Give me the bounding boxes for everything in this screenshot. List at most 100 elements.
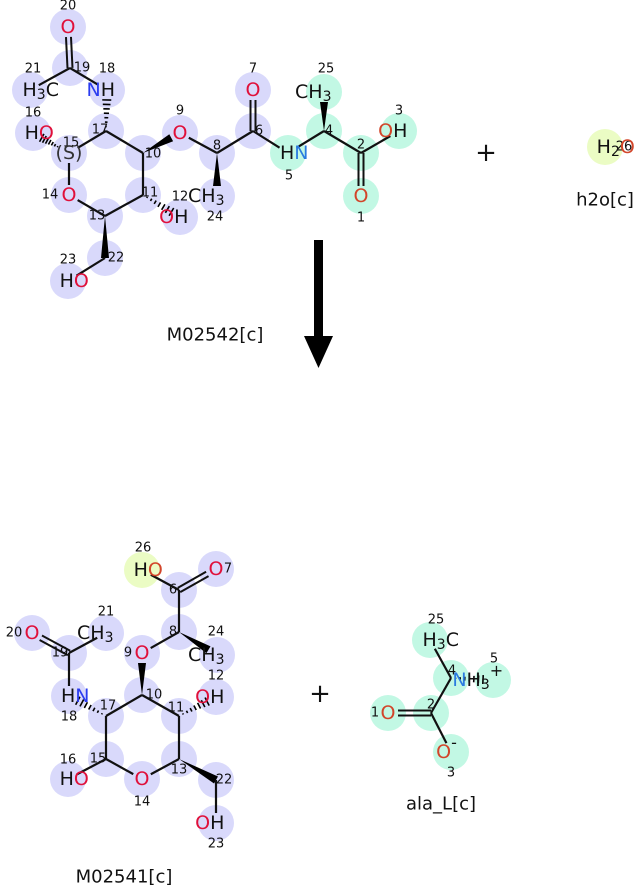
atom-number-5: 5 [285, 169, 293, 184]
molecule-name-m02541: M02541[c] [76, 867, 173, 887]
atom-label-25: CH3​ [295, 81, 332, 105]
atom-number-3: 3 [447, 766, 455, 781]
bond-4-2 [323, 130, 362, 154]
atom-number-13: 13 [89, 209, 106, 224]
atom-label-26: HO [134, 559, 163, 581]
bond-17-18 [74, 696, 103, 715]
atom-label-9: O [135, 642, 150, 664]
atom-number-24: 24 [207, 210, 224, 225]
atom-label-16: HO [60, 768, 89, 790]
bond-13-22 [179, 759, 218, 784]
atom-number-13: 13 [171, 763, 188, 778]
atom-number-8: 8 [169, 625, 177, 640]
atom-highlight-7 [235, 72, 271, 108]
atom-number-10: 10 [146, 688, 163, 703]
atom-highlight-23 [198, 805, 234, 841]
atom-label-21: H3​C [23, 79, 60, 103]
atom-number-7: 7 [224, 562, 232, 577]
bond-11-12 [182, 697, 210, 715]
bond-20-19 [64, 36, 74, 69]
atom-number-3: 3 [395, 104, 403, 119]
bond-10-11 [141, 694, 180, 717]
bond-10-9 [143, 134, 174, 153]
atom-highlight-21 [88, 615, 124, 651]
atom-number-26: 26 [616, 140, 633, 155]
atom-number-10: 10 [145, 147, 162, 162]
atom-label-21: CH3​ [77, 622, 114, 646]
bond-2-1 [398, 709, 431, 717]
bond-4-25 [320, 102, 328, 131]
atom-highlight-18 [51, 678, 87, 714]
bond-10-9 [138, 663, 146, 695]
atom-label-23: HO [60, 270, 89, 292]
bond-19-20 [39, 634, 71, 657]
atom-label-15: (S) [56, 142, 83, 164]
atom-number-19: 19 [74, 61, 91, 76]
atom-number-12: 12 [172, 190, 189, 205]
bond-4-5 [454, 674, 485, 685]
atom-highlight-24 [199, 178, 235, 214]
atom-highlight-26 [587, 129, 623, 165]
atom-number-21: 21 [98, 605, 115, 620]
atom-label-1: O [354, 185, 369, 207]
bond-19-21 [68, 636, 98, 654]
atom-highlight-25 [412, 622, 448, 658]
plus-sign-reactants: + [475, 138, 497, 168]
atom-number-8: 8 [213, 139, 221, 154]
atom-label-14: O [62, 184, 77, 206]
atom-highlight-3 [433, 734, 469, 770]
bond-6-5 [252, 130, 281, 149]
atom-number-15: 15 [90, 752, 107, 767]
molecule-name-m02542: M02542[c] [167, 325, 264, 346]
atom-highlight-14 [51, 177, 87, 213]
atom-label-7: O [209, 558, 224, 580]
bond-9-8 [188, 136, 218, 154]
atom-number-16: 16 [60, 753, 77, 768]
atom-label-7: O [246, 79, 261, 101]
atom-number-18: 18 [99, 62, 116, 77]
atom-number-1: 1 [357, 211, 365, 226]
atom-highlight-20 [50, 9, 86, 45]
atom-highlight-15 [51, 135, 87, 171]
bond-17-18 [102, 99, 112, 128]
bond-10-17 [105, 694, 143, 717]
atom-number-6: 6 [255, 124, 263, 139]
atom-label-1: O [381, 702, 396, 724]
atom-highlight-5 [475, 662, 511, 698]
bond-8-24 [179, 632, 211, 654]
bond-2-3 [360, 135, 391, 154]
bond-15-16 [38, 133, 59, 148]
atom-highlight-21 [12, 72, 48, 108]
bond-2-1 [357, 153, 365, 186]
bond-6-7 [177, 570, 210, 594]
atom-number-17: 17 [92, 123, 109, 138]
atom-number-4: 4 [448, 664, 456, 679]
atom-number-20: 20 [60, 0, 77, 14]
bond-10-17 [105, 130, 144, 154]
atom-label-25: H3​C [423, 629, 460, 653]
atom-number-16: 16 [25, 106, 42, 121]
atom-highlight-26 [124, 552, 160, 588]
atom-number-23: 23 [208, 837, 225, 852]
plus-sign-products: + [309, 679, 331, 709]
molecule-name-ala-l: ala_L[c] [406, 794, 476, 815]
atom-label-20: O [25, 622, 40, 644]
bond-15-14 [105, 758, 134, 776]
atom-number-2: 2 [357, 138, 365, 153]
atom-highlight-25 [306, 74, 342, 110]
bond-11-12 [146, 196, 175, 217]
molecule-name-h2o: h2o[c] [576, 190, 634, 211]
bond-6-7 [249, 100, 257, 131]
bond-5-4 [295, 130, 325, 149]
atom-label-3: OH [378, 120, 407, 142]
atom-highlight-12 [198, 679, 234, 715]
bond-14-13 [150, 758, 180, 776]
atom-label-5: NH3​+​ [452, 661, 503, 694]
atom-number-22: 22 [108, 251, 125, 266]
bond-26-6 [150, 573, 180, 591]
atom-number-12: 12 [208, 669, 225, 684]
atom-label-14: O [135, 768, 150, 790]
atom-number-18: 18 [61, 710, 78, 725]
atom-number-2: 2 [427, 698, 435, 713]
